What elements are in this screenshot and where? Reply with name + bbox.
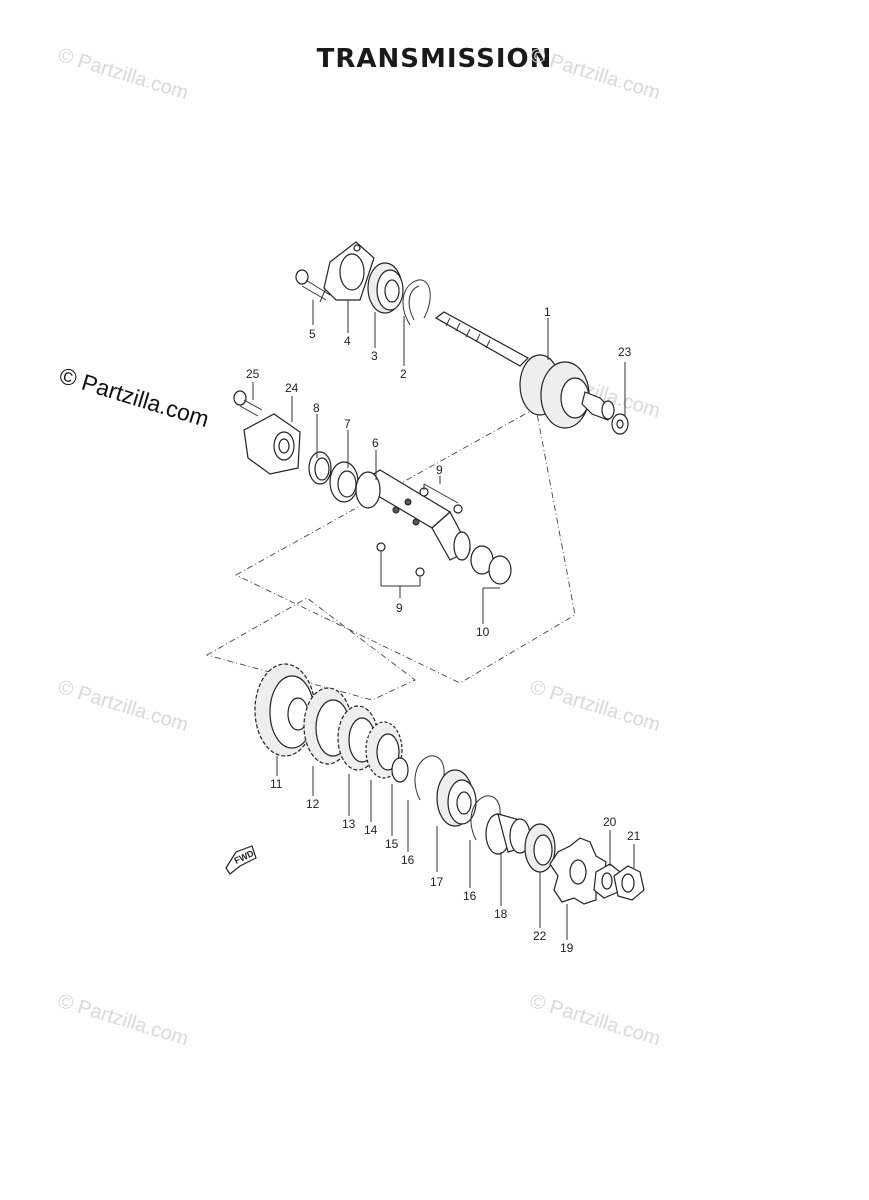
callout-label: 1 bbox=[544, 305, 551, 319]
callout-label: 16 bbox=[401, 853, 415, 867]
callout-label: 9 bbox=[436, 463, 443, 477]
callout-label: 20 bbox=[603, 815, 617, 829]
circlip-10 bbox=[470, 545, 512, 585]
callout-label: 15 bbox=[385, 837, 399, 851]
washer-7 bbox=[329, 461, 359, 503]
callout-label: 18 bbox=[494, 907, 508, 921]
collar-18 bbox=[485, 813, 531, 855]
callout-label: 16 bbox=[463, 889, 477, 903]
callout-label: 5 bbox=[309, 327, 316, 341]
gear-11 bbox=[254, 663, 316, 757]
assembly-outline-upper bbox=[235, 407, 576, 684]
shaft-6 bbox=[355, 469, 471, 561]
callout-label: 19 bbox=[560, 941, 574, 955]
bolt-5 bbox=[295, 269, 331, 303]
o-ring-8 bbox=[308, 451, 332, 485]
callout-label: 3 bbox=[371, 349, 378, 363]
washer-23 bbox=[611, 413, 629, 435]
callout-label: 13 bbox=[342, 817, 356, 831]
diagram-title: TRANSMISSION bbox=[316, 44, 553, 74]
nut-21 bbox=[613, 865, 645, 901]
main-shaft-1 bbox=[434, 311, 615, 429]
callout-label: 25 bbox=[246, 367, 260, 381]
bushing-15 bbox=[391, 757, 409, 783]
callout-label: 9 bbox=[396, 601, 403, 615]
callout-label: 22 bbox=[533, 929, 547, 943]
callout-label: 12 bbox=[306, 797, 320, 811]
callout-label: 6 bbox=[372, 436, 379, 450]
bearing-retainer-plate-4 bbox=[323, 241, 375, 301]
callout-label: 8 bbox=[313, 401, 320, 415]
callout-label: 10 bbox=[476, 625, 490, 639]
ball-9 bbox=[376, 487, 463, 577]
callout-label: 11 bbox=[270, 777, 283, 791]
callout-label: 24 bbox=[285, 381, 299, 395]
bracket-24 bbox=[243, 413, 301, 475]
callout-label: 4 bbox=[344, 334, 351, 348]
callout-label: 17 bbox=[430, 875, 444, 889]
callout-label: 14 bbox=[364, 823, 378, 837]
bearing-3 bbox=[367, 262, 404, 314]
leader-lines bbox=[252, 300, 635, 940]
callout-labels: 1 2 3 4 5 6 7 8 9 9 10 11 12 13 14 15 16… bbox=[246, 305, 641, 955]
sprocket-19 bbox=[549, 837, 607, 905]
callout-label: 23 bbox=[618, 345, 632, 359]
bearing-17 bbox=[436, 769, 477, 827]
assembly-outline-lower bbox=[205, 597, 416, 701]
bolt-25 bbox=[233, 390, 263, 417]
callout-label: 21 bbox=[627, 829, 641, 843]
callout-label: 7 bbox=[344, 417, 351, 431]
fwd-arrow-icon: FWD bbox=[225, 845, 257, 875]
circlip-2 bbox=[402, 279, 431, 326]
callout-label: 2 bbox=[400, 367, 407, 381]
